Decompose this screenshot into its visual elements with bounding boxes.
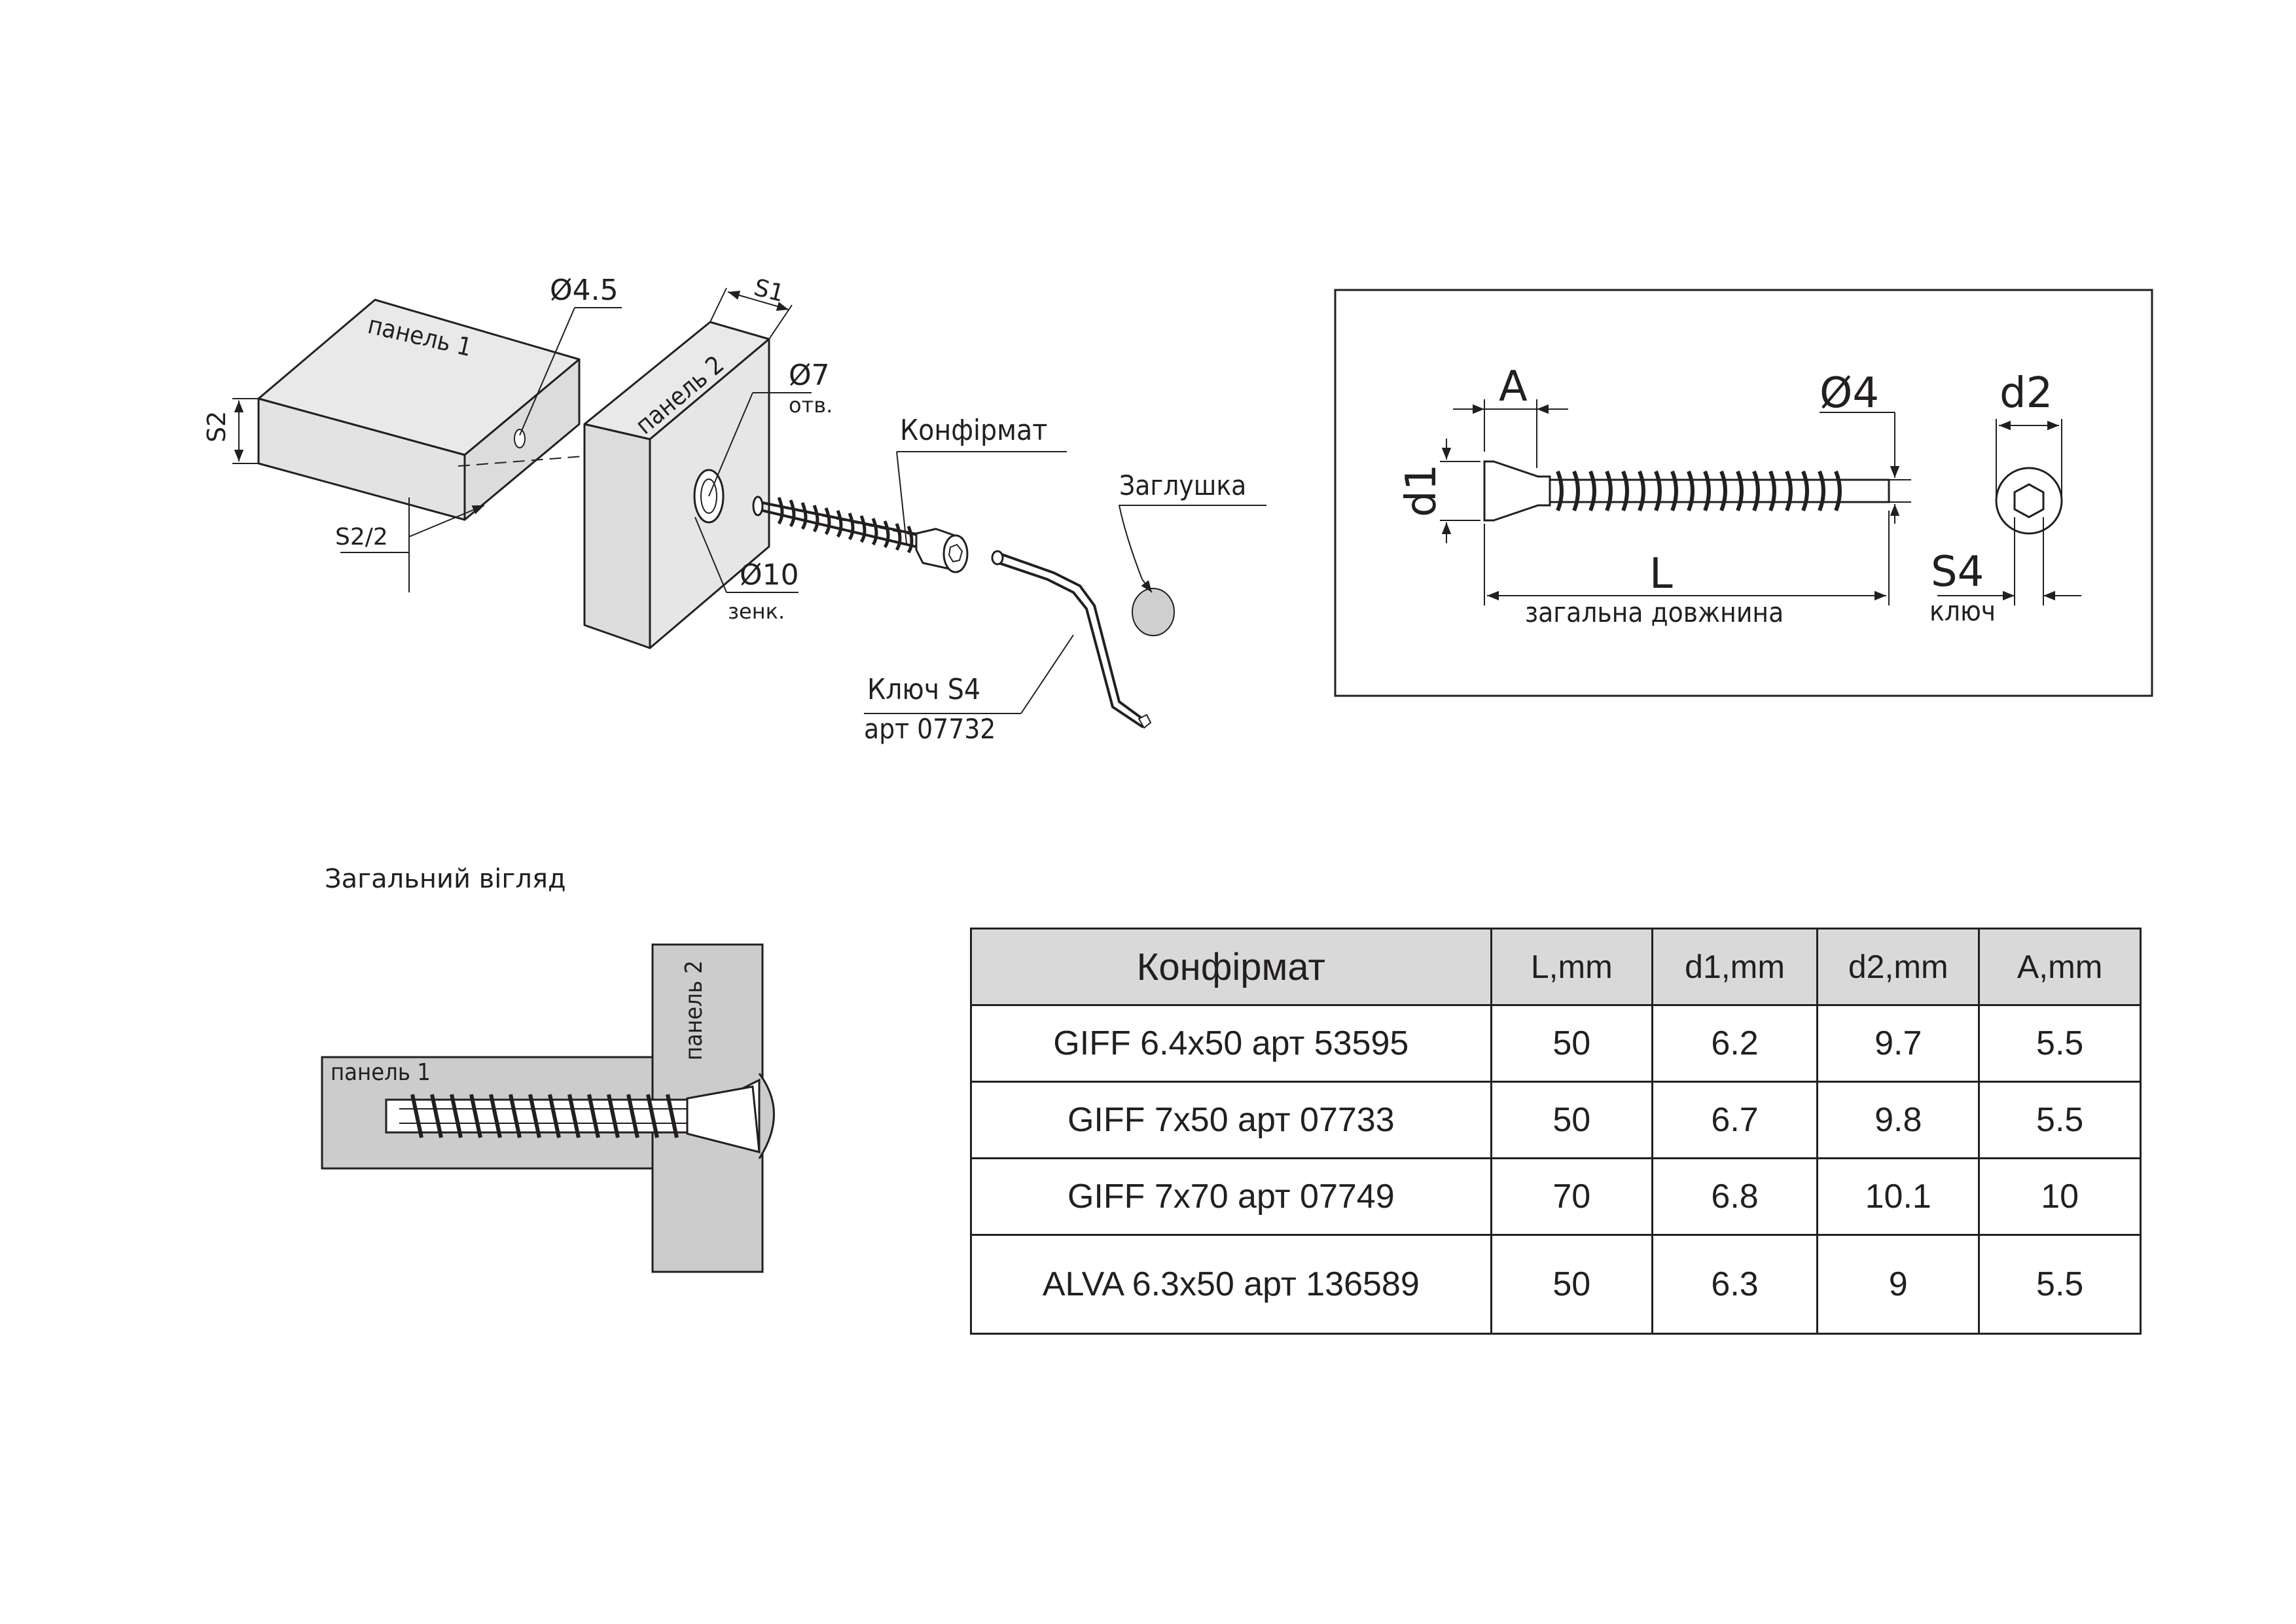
cell-d2: 9.8: [1816, 1081, 1981, 1159]
cell-l: 50: [1490, 1234, 1654, 1335]
general-view-labels: панель 1 панель 2: [331, 960, 708, 1086]
panel-1-block: [257, 298, 581, 521]
dim-s4-label: S4: [1931, 548, 1984, 596]
table-row: GIFF 7x50 арт 07733 50 6.7 9.8 5.5: [970, 1081, 2142, 1159]
exploded-view: [232, 287, 1266, 729]
header-d2: d2,mm: [1816, 928, 1981, 1006]
cell-d1: 6.7: [1651, 1081, 1819, 1159]
cell-d1: 6.3: [1651, 1234, 1819, 1335]
table-row: GIFF 6.4x50 арт 53595 50 6.2 9.7 5.5: [970, 1004, 2142, 1083]
cap-label: Заглушка: [1119, 469, 1246, 501]
spec-table: Конфірмат L,mm d1,mm d2,mm A,mm GIFF 6.4…: [970, 928, 2142, 1335]
cell-d2: 10.1: [1816, 1157, 1981, 1236]
hex-key-drawing: [991, 550, 1151, 729]
hole-7-label: Ø7: [789, 359, 830, 392]
dim-s4-note: ключ: [1929, 595, 1996, 627]
cell-a: 10: [1978, 1157, 2142, 1236]
confirmat-label: Конфірмат: [900, 414, 1047, 447]
dim-s2-half: S2/2: [335, 524, 388, 550]
cap-drawing: [1132, 588, 1175, 636]
key-article: арт 07732: [864, 713, 996, 745]
cell-l: 50: [1490, 1004, 1654, 1083]
confirmat-screw-exploded: [752, 496, 969, 573]
cell-l: 50: [1490, 1081, 1654, 1159]
screw-detail-labels: A Ø4 d2 d1 L загальна довжнина S4 ключ: [1397, 363, 2053, 628]
cell-l: 70: [1490, 1157, 1654, 1236]
cell-a: 5.5: [1978, 1081, 2142, 1159]
panel-2-block: [583, 321, 770, 649]
dim-l-label: L: [1649, 550, 1673, 598]
header-a: A,mm: [1978, 928, 2142, 1006]
dim-l-note: загальна довжнина: [1525, 596, 1784, 628]
hole-4-5-label: Ø4.5: [550, 274, 619, 307]
spec-table-header: Конфірмат L,mm d1,mm d2,mm A,mm: [970, 928, 2142, 1006]
dim-s2: S2: [202, 411, 231, 442]
key-label: Ключ S4: [867, 673, 980, 706]
cell-a: 5.5: [1978, 1004, 2142, 1083]
cell-model: ALVA 6.3x50 арт 136589: [970, 1234, 1492, 1335]
dim-d2-label: d2: [2000, 369, 2053, 418]
gv-panel-2-label: панель 2: [681, 960, 708, 1060]
cell-d2: 9.7: [1816, 1004, 1981, 1083]
cell-model: GIFF 6.4x50 арт 53595: [970, 1004, 1492, 1083]
screw-in-section: [399, 1085, 761, 1153]
gv-panel-1-label: панель 1: [331, 1059, 431, 1086]
screw-detail: [1334, 289, 2153, 697]
general-view: [321, 943, 775, 1273]
cell-model: GIFF 7x70 арт 07749: [970, 1157, 1492, 1236]
general-view-title: Загальний вігляд: [325, 864, 566, 894]
header-d1: d1,mm: [1651, 928, 1819, 1006]
dim-d1-label: d1: [1397, 464, 1446, 517]
header-l: L,mm: [1490, 928, 1654, 1006]
screw-head-top-view: [1995, 467, 2063, 535]
hole-10-note: зенк.: [728, 599, 785, 624]
table-row: ALVA 6.3x50 арт 136589 50 6.3 9 5.5: [970, 1234, 2142, 1335]
hole-7-note: отв.: [789, 393, 833, 418]
hole-10-label: Ø10: [740, 558, 799, 592]
cell-a: 5.5: [1978, 1234, 2142, 1335]
header-confirmat: Конфірмат: [970, 928, 1492, 1006]
cell-d1: 6.2: [1651, 1004, 1819, 1083]
detail-frame: [1334, 289, 2153, 697]
cell-d1: 6.8: [1651, 1157, 1819, 1236]
dim-s1: S1: [751, 274, 787, 308]
table-row: GIFF 7x70 арт 07749 70 6.8 10.1 10: [970, 1157, 2142, 1236]
dim-a-label: A: [1499, 363, 1528, 411]
dim-d4-label: Ø4: [1820, 369, 1879, 418]
cell-model: GIFF 7x50 арт 07733: [970, 1081, 1492, 1159]
screw-side-view: [1483, 460, 1890, 522]
cell-d2: 9: [1816, 1234, 1981, 1335]
